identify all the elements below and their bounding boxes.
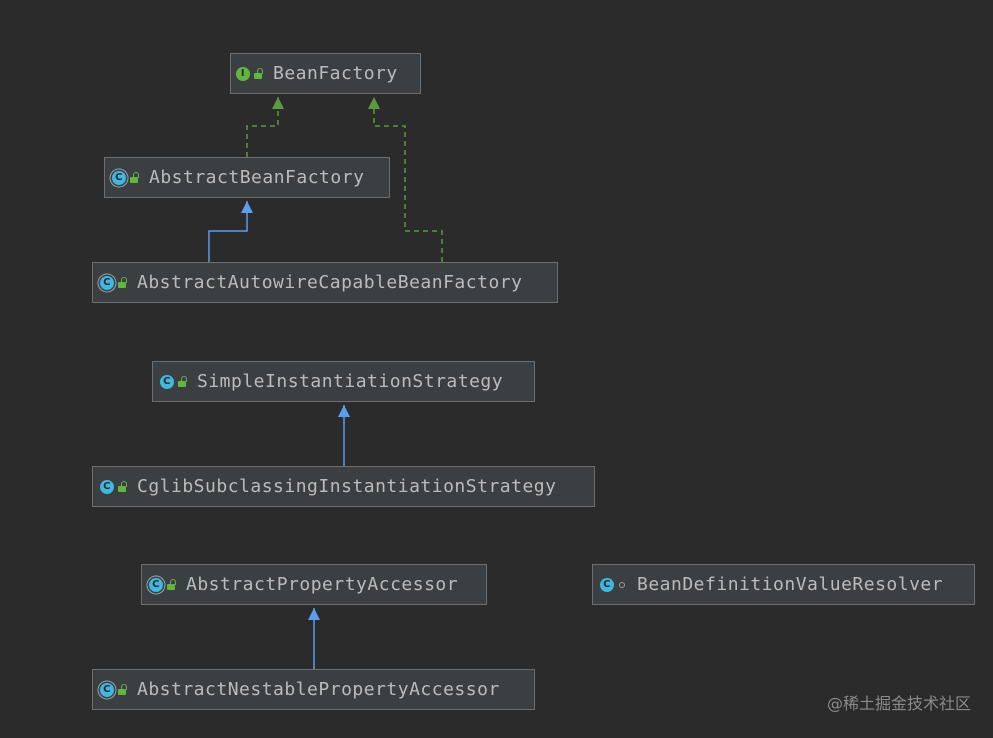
interface-icon: I	[236, 66, 250, 81]
edge-abstract-autowire-extends-abstract-bean-factory	[208, 201, 253, 262]
node-label: AbstractPropertyAccessor	[186, 574, 459, 595]
node-bean-definition-value-resolver[interactable]: C BeanDefinitionValueResolver	[592, 564, 975, 605]
package-private-icon	[617, 579, 627, 591]
node-cglib-subclassing-instantiation-strategy[interactable]: C CglibSubclassingInstantiationStrategy	[92, 466, 595, 507]
node-bean-factory[interactable]: I BeanFactory	[230, 53, 421, 94]
node-label: CglibSubclassingInstantiationStrategy	[137, 476, 557, 497]
public-lock-icon	[117, 480, 127, 493]
edge-abstract-autowire-implements-bean-factory	[368, 97, 443, 262]
class-icon: C	[100, 479, 114, 494]
node-label: AbstractBeanFactory	[149, 167, 365, 188]
abstract-class-icon: C	[100, 682, 114, 697]
node-abstract-autowire-capable-bean-factory[interactable]: C AbstractAutowireCapableBeanFactory	[92, 262, 558, 303]
node-simple-instantiation-strategy[interactable]: C SimpleInstantiationStrategy	[152, 361, 535, 402]
public-lock-icon	[166, 578, 176, 591]
node-label: BeanFactory	[273, 63, 398, 84]
public-lock-icon	[177, 375, 187, 388]
watermark: @稀土掘金技术社区	[826, 694, 971, 713]
public-lock-icon	[129, 171, 139, 184]
node-label: AbstractNestablePropertyAccessor	[137, 679, 500, 700]
node-abstract-bean-factory[interactable]: C AbstractBeanFactory	[104, 157, 390, 198]
public-lock-icon	[117, 683, 127, 696]
class-icon: C	[160, 374, 174, 389]
edge-abstract-bean-factory-implements-bean-factory	[246, 97, 284, 157]
class-icon: C	[600, 577, 614, 592]
node-label: AbstractAutowireCapableBeanFactory	[137, 272, 523, 293]
public-lock-icon	[117, 276, 127, 289]
abstract-class-icon: C	[112, 170, 126, 185]
abstract-class-icon: C	[100, 275, 114, 290]
public-lock-icon	[253, 67, 263, 80]
node-abstract-nestable-property-accessor[interactable]: C AbstractNestablePropertyAccessor	[92, 669, 535, 710]
node-label: SimpleInstantiationStrategy	[197, 371, 504, 392]
abstract-class-icon: C	[149, 577, 163, 592]
node-label: BeanDefinitionValueResolver	[637, 574, 944, 595]
node-abstract-property-accessor[interactable]: C AbstractPropertyAccessor	[141, 564, 487, 605]
